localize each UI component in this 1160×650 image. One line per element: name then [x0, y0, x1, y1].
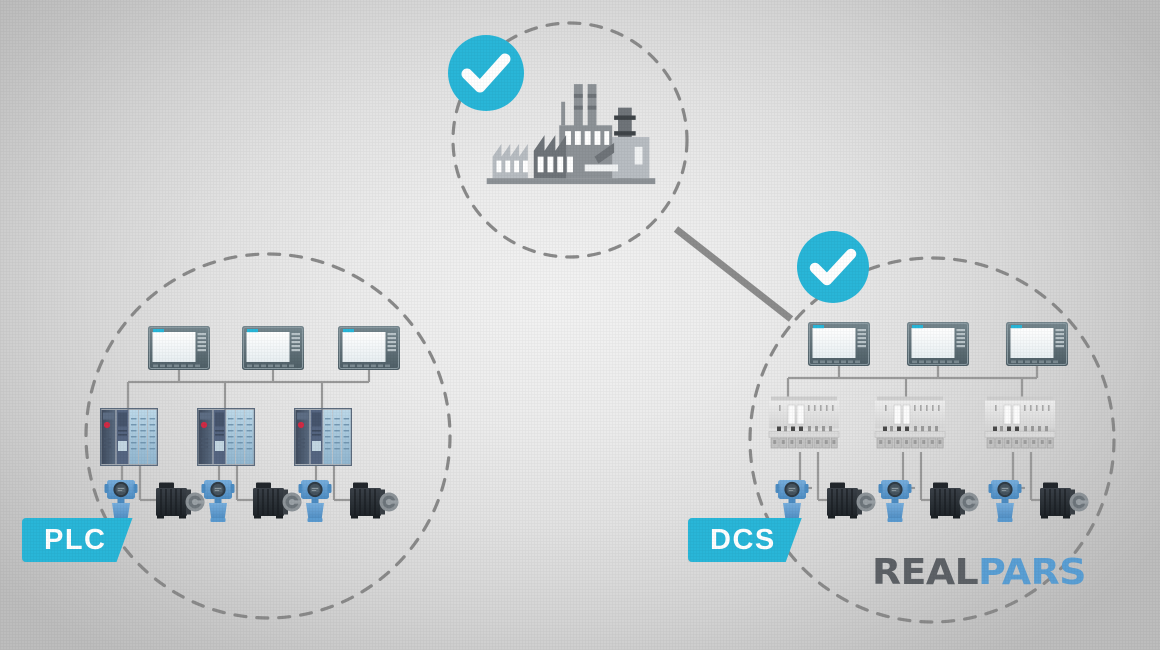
plc-hmi-2: [242, 326, 304, 370]
realpars-logo: REALPARS: [872, 552, 1086, 593]
dashed-circles: [84, 21, 1116, 624]
plc-label-text: PLC: [44, 523, 107, 556]
plc-motor-3: [349, 482, 399, 520]
dcs-hmi-2: [907, 322, 969, 366]
dcs-motor-1: [826, 482, 876, 520]
dcs-label-tag: DCS: [688, 518, 802, 562]
dcs-system: [768, 322, 1089, 522]
plc-motor-1: [155, 482, 205, 520]
dcs-transmitter-3: [988, 480, 1022, 522]
plc-hmi-group: [148, 326, 400, 370]
dcs-check-badge[interactable]: [797, 231, 869, 303]
dcs-label-text: DCS: [710, 523, 776, 556]
plc-rack-1: [100, 408, 158, 466]
dcs-controller-group: [768, 396, 1056, 449]
plc-hmi-1: [148, 326, 210, 370]
factory-check-badge[interactable]: [448, 35, 524, 111]
plc-transmitter-3: [298, 480, 332, 522]
factory-circle: [451, 21, 689, 259]
plc-transmitter-2: [201, 480, 235, 522]
logo-text-real: REAL: [872, 552, 979, 593]
factory-to-dcs-connector: [673, 226, 794, 322]
dcs-transmitter-1: [775, 480, 809, 522]
dcs-motor-3: [1039, 482, 1089, 520]
plc-label-tag: PLC: [22, 518, 133, 562]
plc-rack-2: [197, 408, 255, 466]
dcs-rack-1: [768, 396, 840, 449]
logo-text-pars: PARS: [978, 552, 1086, 593]
plc-hmi-3: [338, 326, 400, 370]
plc-system: [100, 326, 400, 522]
plc-motor-2: [252, 482, 302, 520]
dcs-hmi-group: [808, 322, 1068, 366]
dcs-hmi-3: [1006, 322, 1068, 366]
dcs-motor-2: [929, 482, 979, 520]
dcs-rack-2: [874, 396, 946, 449]
plc-transmitter-1: [104, 480, 138, 522]
dcs-hmi-1: [808, 322, 870, 366]
plc-circle: [84, 252, 452, 620]
dcs-circle: [748, 256, 1116, 624]
dcs-rack-3: [984, 396, 1056, 449]
plc-rack-3: [294, 408, 352, 466]
dcs-transmitter-2: [878, 480, 912, 522]
plc-controller-group: [100, 408, 352, 466]
